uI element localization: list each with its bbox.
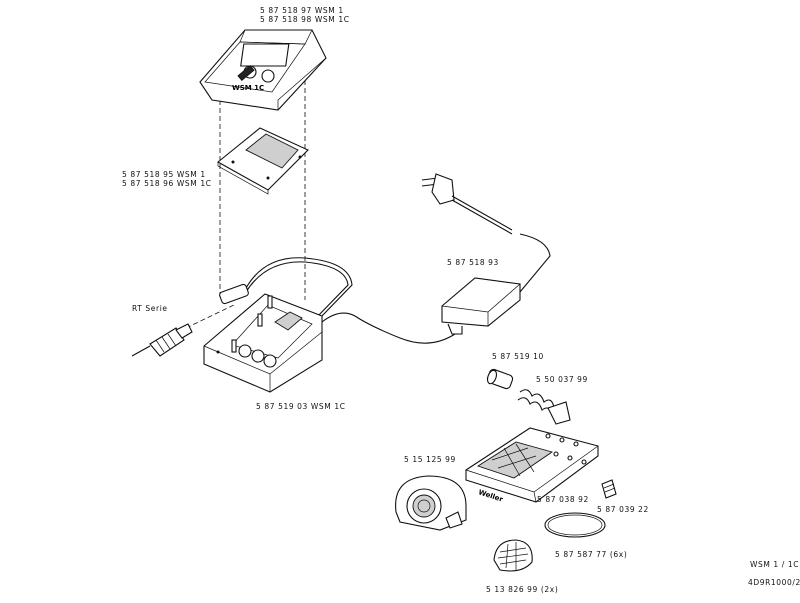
iron-connector-part: [219, 283, 249, 305]
label-front-panel-1: 5 87 518 95 WSM 1: [122, 170, 206, 179]
front-panel-part: [217, 127, 309, 195]
feet-part: [601, 479, 617, 499]
label-tip-sleeve: 5 87 519 10: [492, 352, 544, 361]
label-front-panel-2: 5 87 518 96 WSM 1C: [122, 179, 212, 188]
label-o-ring: 5 87 587 77 (6x): [555, 550, 628, 559]
label-display-cover-2: 5 87 518 98 WSM 1C: [260, 15, 350, 24]
label-feet: 5 87 039 22: [597, 505, 649, 514]
sponge-part: [493, 539, 533, 572]
iron-cable: [245, 257, 353, 319]
display-cover-part: WSM 1C: [199, 29, 327, 111]
label-iron: RT Serie: [132, 304, 168, 313]
label-drawing-number: 4D9R1000/2: [748, 578, 800, 587]
tip-sleeve-part: [486, 368, 514, 390]
tip-tray-part: Weller: [465, 427, 599, 504]
soldering-iron-part: [131, 303, 237, 357]
label-station: 5 87 519 03 WSM 1C: [256, 402, 346, 411]
power-supply-part: [321, 277, 521, 344]
spring-holder-part: [517, 389, 571, 425]
o-ring-part: [544, 512, 606, 538]
label-power-supply: 5 87 518 93: [447, 258, 499, 267]
label-model-footer: WSM 1 / 1C: [750, 560, 800, 569]
label-spring-holder: 5 50 037 99: [536, 375, 588, 384]
label-sponge: 5 13 826 99 (2x): [486, 585, 559, 594]
mains-plug-part: [421, 173, 551, 293]
stand-cover-part: [395, 475, 467, 531]
svg-text:WSM 1C: WSM 1C: [232, 84, 264, 92]
station-base-part: [203, 293, 323, 393]
label-display-cover-1: 5 87 518 97 WSM 1: [260, 6, 344, 15]
label-stand-cover: 5 15 125 99: [404, 455, 456, 464]
label-tray-board: 5 87 038 92: [537, 495, 589, 504]
